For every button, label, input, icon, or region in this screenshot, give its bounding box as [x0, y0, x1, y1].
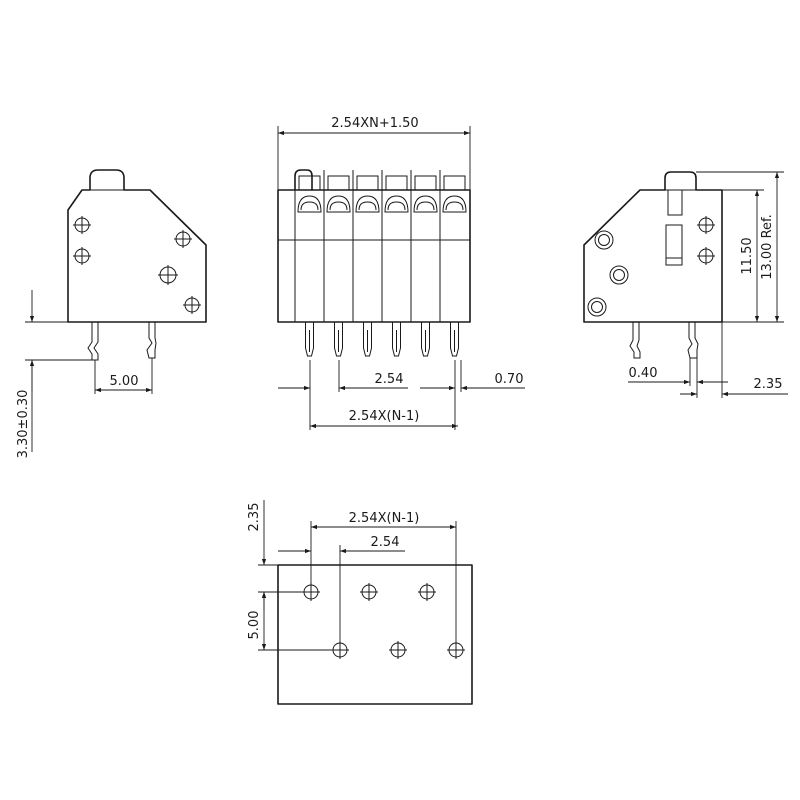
dim-side-pitch: 5.00 — [94, 358, 153, 394]
pole-push-tab — [414, 175, 437, 190]
right-push-slot — [667, 189, 683, 216]
hole-icon — [158, 265, 178, 285]
dim-pin-width: 0.70 — [420, 360, 525, 430]
dim-total-height: 13.00 Ref. — [696, 171, 784, 322]
pole-pin — [305, 322, 314, 357]
pin-width-label: 0.70 — [495, 372, 524, 387]
hole-icon — [697, 216, 715, 234]
hole-icon — [587, 297, 607, 317]
pitch-span-label: 2.54X(N-1) — [349, 409, 420, 424]
pole-button-inner-edge — [445, 201, 464, 211]
side-pitch-label: 5.00 — [110, 374, 139, 389]
dim-footprint-row-offset: 2.35 — [247, 500, 302, 610]
footprint-row-offset-label: 2.35 — [247, 503, 262, 532]
overall-width-label: 2.54XN+1.50 — [331, 116, 418, 131]
pole-push-buttons — [297, 175, 467, 357]
left-side-view: 3.30±0.30 5.00 — [16, 169, 207, 458]
right-side-view: 11.50 13.00 Ref. 0.40 2.35 — [583, 171, 788, 398]
hole-icon — [302, 583, 320, 601]
pole-button-inner-edge — [387, 201, 406, 211]
front-body-outline — [277, 189, 471, 323]
hole-icon — [174, 230, 192, 248]
footprint-holes — [302, 583, 465, 659]
hole-icon — [697, 247, 715, 265]
side-offset-label: 2.35 — [754, 377, 783, 392]
pole-push-button — [413, 195, 438, 213]
pole-button-inner-edge — [300, 201, 319, 211]
dim-lead-length: 3.30±0.30 — [16, 290, 92, 458]
right-leads — [629, 322, 699, 359]
hole-icon — [447, 641, 465, 659]
pole-pin — [363, 322, 372, 357]
lead-thickness-label: 0.40 — [629, 366, 658, 381]
pole-push-button — [326, 195, 351, 213]
body-height-label: 11.50 — [740, 237, 755, 274]
pole-pin — [421, 322, 430, 357]
pole-pin — [334, 322, 343, 357]
hole-icon — [418, 583, 436, 601]
pole-pin — [392, 322, 401, 357]
front-view: 2.54XN+1.50 2.54 0.70 2.54X(N-1) — [277, 116, 525, 430]
pole-separators — [294, 170, 441, 322]
pcb-footprint-view: 2.54X(N-1) 2.54 2.35 5.00 — [247, 500, 473, 705]
right-body-outline — [583, 171, 723, 323]
hole-icon — [73, 247, 91, 265]
lead-length-label: 3.30±0.30 — [16, 390, 31, 459]
hole-icon — [609, 265, 629, 285]
dim-footprint-pitch: 2.54 — [278, 535, 405, 641]
pole-push-tab — [298, 175, 321, 190]
pole-push-tab — [356, 175, 379, 190]
left-side-holes — [73, 216, 201, 314]
front-left-end-tab — [294, 169, 313, 191]
hole-icon — [183, 296, 201, 314]
hole-icon — [594, 230, 614, 250]
right-side-holes — [587, 216, 715, 317]
footprint-outline — [277, 564, 473, 705]
pitch-label: 2.54 — [375, 372, 404, 387]
dim-body-height: 11.50 — [722, 189, 784, 323]
footprint-span-label: 2.54X(N-1) — [349, 511, 420, 526]
left-body-outline — [67, 169, 207, 323]
pole-button-inner-edge — [329, 201, 348, 211]
total-height-label: 13.00 Ref. — [760, 214, 775, 280]
footprint-pitch-label: 2.54 — [371, 535, 400, 550]
pole-button-inner-edge — [358, 201, 377, 211]
dim-footprint-row-spacing: 5.00 — [247, 592, 331, 651]
pole-button-inner-edge — [416, 201, 435, 211]
pole-push-tab — [443, 175, 466, 190]
pole-push-tab — [327, 175, 350, 190]
hole-icon — [331, 641, 349, 659]
pole-pin — [450, 322, 459, 357]
right-wire-slot — [665, 224, 683, 266]
dim-lead-thickness: 0.40 — [628, 358, 728, 398]
footprint-row-spacing-label: 5.00 — [247, 611, 262, 640]
pole-push-button — [355, 195, 380, 213]
hole-icon — [73, 216, 91, 234]
hole-icon — [389, 641, 407, 659]
left-leads — [87, 322, 157, 361]
pole-push-button — [297, 195, 322, 213]
dim-pitch-span: 2.54X(N-1) — [310, 409, 458, 429]
dim-footprint-span: 2.54X(N-1) — [310, 511, 457, 641]
pole-push-button — [442, 195, 467, 213]
dim-overall-width: 2.54XN+1.50 — [277, 116, 471, 190]
dim-side-offset: 2.35 — [680, 322, 788, 398]
dim-pitch: 2.54 — [278, 360, 408, 430]
pole-push-button — [384, 195, 409, 213]
pole-push-tab — [385, 175, 408, 190]
hole-icon — [360, 583, 378, 601]
